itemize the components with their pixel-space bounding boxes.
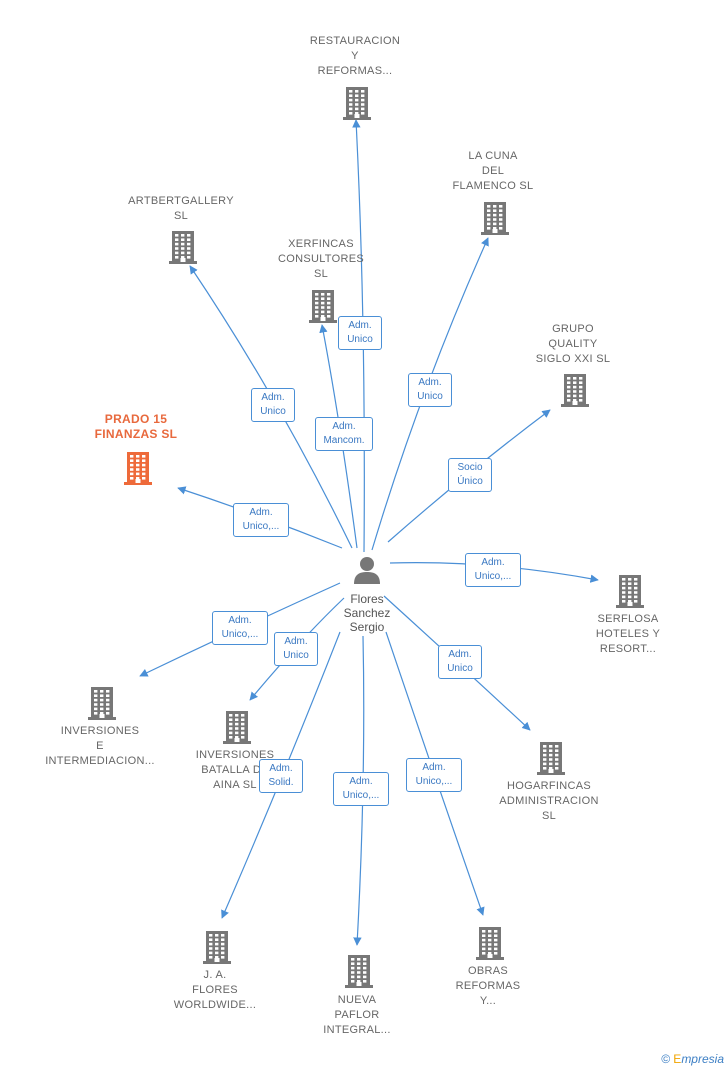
company-label-inversiones-e[interactable]: INVERSIONES E INTERMEDIACION...: [45, 725, 155, 767]
role-badge-ja-flores[interactable]: Adm. Solid.: [259, 759, 303, 793]
company-label-hogarfincas[interactable]: HOGARFINCAS ADMINISTRACION SL: [499, 780, 599, 822]
role-badge-hogarfincas[interactable]: Adm. Unico: [438, 645, 482, 679]
company-label-restauracion[interactable]: RESTAURACION Y REFORMAS...: [309, 35, 401, 77]
role-badge-la-cuna[interactable]: Adm. Unico: [408, 373, 452, 407]
company-label-grupo-quality[interactable]: GRUPO QUALITY SIGLO XXI SL: [535, 323, 611, 365]
role-badge-obras-reformas[interactable]: Adm. Unico,...: [406, 758, 462, 792]
role-badge-prado-15[interactable]: Adm. Unico,...: [233, 503, 289, 537]
brand-logo: © Empresia: [661, 1052, 724, 1066]
building-icon[interactable]: [86, 685, 118, 721]
person-icon[interactable]: [352, 555, 382, 585]
building-icon[interactable]: [559, 372, 591, 408]
building-icon[interactable]: [479, 200, 511, 236]
company-label-artbertgallery[interactable]: ARTBERTGALLERY SL: [128, 195, 234, 222]
role-badge-serflosa[interactable]: Adm. Unico,...: [465, 553, 521, 587]
brand-initial: E: [673, 1052, 682, 1066]
role-badge-grupo-quality[interactable]: Socio Único: [448, 458, 492, 492]
building-icon[interactable]: [122, 450, 154, 486]
company-label-la-cuna[interactable]: LA CUNA DEL FLAMENCO SL: [452, 150, 534, 192]
brand-name: mpresia: [681, 1052, 724, 1066]
role-badge-nueva-paflor[interactable]: Adm. Unico,...: [333, 772, 389, 806]
company-label-prado-15[interactable]: PRADO 15 FINANZAS SL: [94, 412, 178, 441]
company-label-xerfincas[interactable]: XERFINCAS CONSULTORES SL: [277, 238, 365, 280]
copyright-symbol: ©: [661, 1052, 670, 1066]
company-label-nueva-paflor[interactable]: NUEVA PAFLOR INTEGRAL...: [323, 994, 391, 1036]
building-icon[interactable]: [221, 709, 253, 745]
building-icon[interactable]: [341, 85, 373, 121]
role-badge-inversiones-batalla[interactable]: Adm. Unico: [274, 632, 318, 666]
company-label-ja-flores[interactable]: J. A. FLORES WORLDWIDE...: [173, 969, 257, 1011]
role-badge-inversiones-e[interactable]: Adm. Unico,...: [212, 611, 268, 645]
company-label-obras-reformas[interactable]: OBRAS REFORMAS Y...: [455, 965, 521, 1007]
building-icon[interactable]: [474, 925, 506, 961]
person-name[interactable]: Flores Sanchez Sergio: [343, 592, 391, 634]
building-icon[interactable]: [307, 288, 339, 324]
company-label-serflosa[interactable]: SERFLOSA HOTELES Y RESORT...: [595, 613, 661, 655]
building-icon[interactable]: [535, 740, 567, 776]
role-badge-restauracion[interactable]: Adm. Unico: [338, 316, 382, 350]
building-icon[interactable]: [343, 953, 375, 989]
role-badge-xerfincas[interactable]: Adm. Mancom.: [315, 417, 373, 451]
building-icon[interactable]: [614, 573, 646, 609]
role-badge-artbertgallery[interactable]: Adm. Unico: [251, 388, 295, 422]
building-icon[interactable]: [201, 929, 233, 965]
building-icon[interactable]: [167, 229, 199, 265]
